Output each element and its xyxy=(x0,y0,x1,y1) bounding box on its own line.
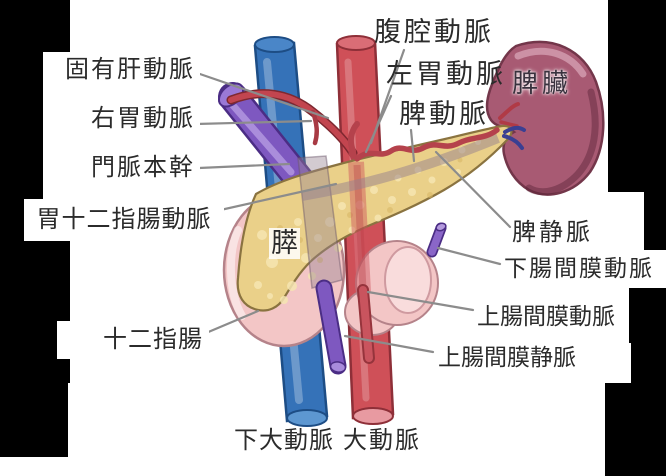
label-left-gastric-artery: 左胃動脈 xyxy=(386,59,506,89)
label-pancreas: 膵 xyxy=(269,228,300,260)
spleen-shape xyxy=(485,40,605,196)
leader-splenic-artery xyxy=(409,128,416,163)
label-duodenum: 十二指腸 xyxy=(57,321,209,359)
panel-right-ext-2 xyxy=(608,250,666,288)
leader-inferior-mesenteric xyxy=(436,246,502,266)
panel-right-ext-3 xyxy=(608,288,629,343)
leader-smv xyxy=(343,334,435,354)
leader-right-gastric xyxy=(194,119,313,126)
splenic-hilum-vessels xyxy=(498,102,526,150)
leader-gastroduodenal xyxy=(205,182,338,215)
leader-lines xyxy=(194,48,512,354)
superior-mesenteric-artery-vessel xyxy=(357,284,375,364)
splenic-artery-vessel xyxy=(354,127,500,162)
label-splenic-artery: 脾動脈 xyxy=(399,99,489,129)
label-superior-mesenteric-artery: 上腸間膜動脈 xyxy=(477,303,615,329)
leader-duodenum xyxy=(204,309,260,335)
label-gastroduodenal-artery: 胃十二指腸動脈 xyxy=(24,199,224,241)
leader-portal-trunk xyxy=(197,162,291,170)
panel-lower xyxy=(68,383,605,457)
leader-splenic-vein xyxy=(434,150,512,229)
panel-right-ext-1 xyxy=(608,192,644,250)
panel-right-ext-4 xyxy=(608,343,631,383)
label-portal-vein-trunk: 門脈本幹 xyxy=(43,149,200,187)
label-right-gastric-artery: 右胃動脈 xyxy=(43,101,200,137)
label-proper-hepatic-artery: 固有肝動脈 xyxy=(43,52,200,88)
superior-mesenteric-vein-vessel xyxy=(315,279,347,375)
panel-bottom-strip xyxy=(0,457,605,476)
label-superior-mesenteric-vein: 上腸間膜静脈 xyxy=(438,344,576,370)
pancreas-texture-dark xyxy=(277,157,463,263)
label-inferior-mesenteric-vessel: 下腸間膜動脈 xyxy=(504,255,654,281)
label-celiac-artery: 腹腔動脈 xyxy=(374,17,494,47)
inferior-mesenteric-stub xyxy=(426,222,447,258)
leader-sma xyxy=(366,290,475,312)
label-splenic-vein: 脾静脈 xyxy=(512,219,593,246)
portal-vein-vessel xyxy=(217,82,317,198)
right-gastric-branch xyxy=(310,109,319,146)
splenic-vein-band xyxy=(301,133,500,201)
pancreas-shape xyxy=(236,124,513,312)
leader-proper-hepatic xyxy=(195,71,330,120)
leader-left-gastric xyxy=(364,94,393,154)
label-spleen: 脾臟 xyxy=(512,68,573,98)
label-inferior-vena-cava: 下大動脈 xyxy=(234,427,334,454)
label-aorta: 大動脈 xyxy=(343,427,421,454)
